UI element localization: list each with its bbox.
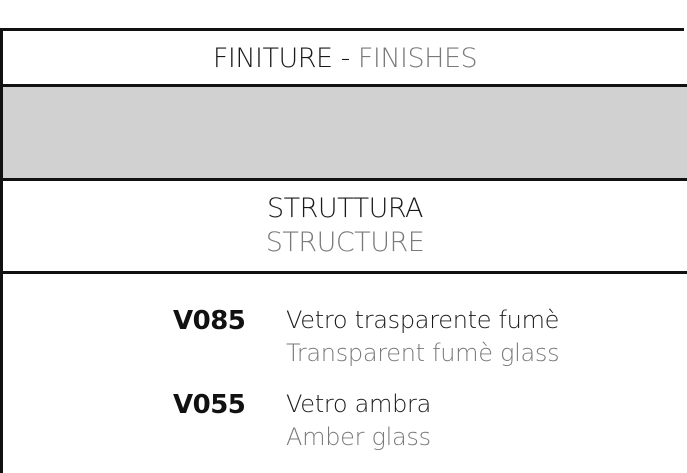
gray-band: [3, 87, 687, 178]
finish-code: V055: [173, 390, 246, 420]
structure-section-title: STRUTTURA STRUCTURE: [3, 181, 687, 271]
header-title-italian: FINITURE: [212, 42, 333, 74]
document-frame: [0, 28, 684, 473]
finish-description: Vetro trasparente fumè Transparent fumè …: [286, 304, 560, 370]
finish-description-italian: Vetro trasparente fumè: [286, 306, 560, 334]
structure-title-english: STRUCTURE: [265, 227, 425, 258]
band-divider: [3, 178, 687, 181]
structure-divider: [3, 271, 687, 274]
structure-title-italian: STRUTTURA: [266, 193, 424, 224]
finish-description-italian: Vetro ambra: [286, 390, 431, 418]
header-separator: -: [340, 42, 351, 74]
finish-item-v085: V085 Vetro trasparente fumè Transparent …: [3, 304, 687, 374]
finish-list: V085 Vetro trasparente fumè Transparent …: [3, 274, 687, 473]
header-title-english: FINISHES: [357, 42, 478, 74]
finish-description-english: Transparent fumè glass: [286, 339, 560, 367]
finish-description: Vetro ambra Amber glass: [286, 388, 431, 454]
finishes-header: FINITURE - FINISHES: [3, 31, 687, 85]
header-divider: [3, 84, 687, 87]
finish-description-english: Amber glass: [286, 423, 431, 451]
finish-item-v055: V055 Vetro ambra Amber glass: [3, 388, 687, 458]
finish-code: V085: [173, 306, 246, 336]
